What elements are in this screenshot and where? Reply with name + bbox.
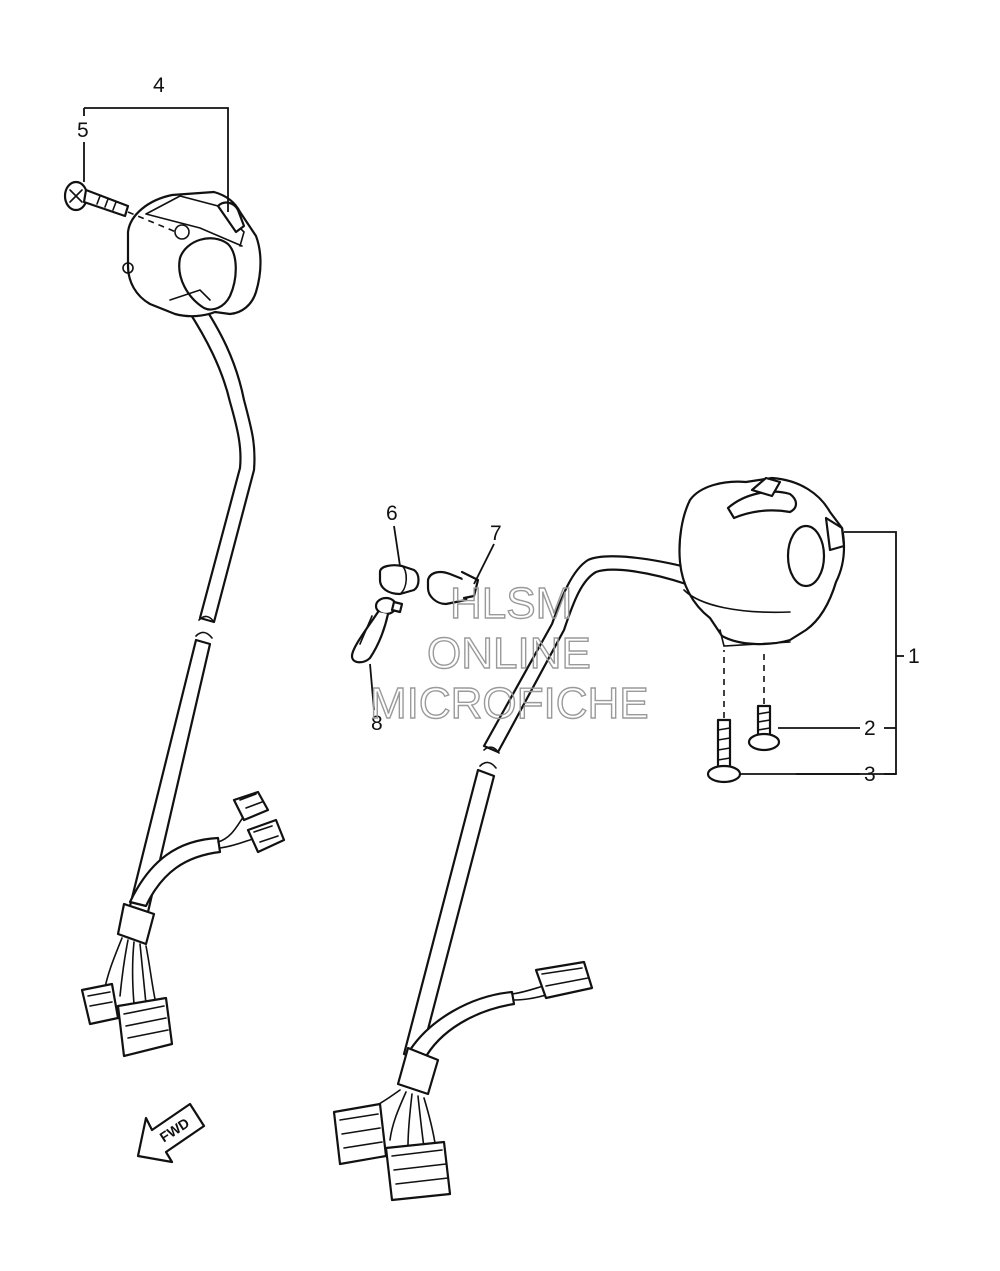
leader-8 bbox=[369, 663, 375, 711]
left-connector-large-b[interactable] bbox=[116, 996, 174, 1058]
leader-7 bbox=[473, 543, 495, 585]
left-wire-bundle bbox=[103, 937, 157, 1005]
left-connector-small-a[interactable] bbox=[232, 790, 270, 822]
left-switch-button bbox=[216, 201, 246, 234]
right-switch-assembly[interactable] bbox=[332, 476, 846, 1202]
right-switch-top-knob bbox=[750, 476, 782, 498]
right-connector-small[interactable] bbox=[534, 960, 594, 1000]
left-cable-break bbox=[195, 615, 215, 639]
callout-5: 5 bbox=[77, 119, 89, 142]
right-switch-housing[interactable] bbox=[678, 476, 846, 646]
watermark-line-2: ONLINE bbox=[427, 629, 591, 678]
left-connector-large-a[interactable] bbox=[80, 982, 120, 1026]
fwd-arrow-icon bbox=[136, 1102, 206, 1164]
left-connector-small-b[interactable] bbox=[246, 818, 286, 854]
bulb-socket-part[interactable] bbox=[378, 564, 420, 596]
callout-1: 1 bbox=[908, 645, 920, 668]
right-switch-rocker bbox=[726, 490, 798, 520]
watermark-line-3: MICROFICHE bbox=[370, 679, 649, 728]
callout-7: 7 bbox=[490, 522, 502, 545]
right-wire-boot bbox=[396, 1046, 440, 1096]
callout-8: 8 bbox=[371, 712, 383, 735]
left-switch-assembly[interactable] bbox=[63, 180, 286, 1058]
right-switch-end-cap bbox=[824, 516, 846, 552]
watermark-line-1: HLSM bbox=[450, 579, 572, 628]
right-screw-long[interactable] bbox=[706, 650, 742, 784]
left-switch-screw-hole bbox=[174, 224, 190, 240]
left-branch-sheath bbox=[128, 836, 222, 908]
lamp-with-lead-part[interactable] bbox=[350, 596, 404, 664]
forward-direction-arrow: FWD bbox=[136, 1102, 206, 1164]
left-switch-side-dot bbox=[122, 262, 134, 274]
clip-part[interactable] bbox=[426, 570, 480, 606]
right-cable-break bbox=[479, 746, 500, 769]
left-wire-boot bbox=[116, 902, 156, 946]
right-switch-lower-band bbox=[683, 589, 791, 647]
right-connector-large-a[interactable] bbox=[332, 1102, 388, 1166]
callout-2: 2 bbox=[864, 717, 876, 740]
callout-6: 6 bbox=[386, 502, 398, 525]
right-switch-bar-opening bbox=[786, 524, 826, 588]
left-cable-upper bbox=[186, 298, 256, 624]
right-branch-sheath bbox=[408, 990, 516, 1062]
callout-4: 4 bbox=[153, 74, 165, 97]
leader-4 bbox=[84, 107, 229, 212]
leader-6 bbox=[393, 525, 401, 567]
right-cable-upper bbox=[482, 555, 692, 754]
left-switch-screw[interactable] bbox=[63, 180, 177, 233]
right-screw-short[interactable] bbox=[747, 650, 781, 752]
callout-3: 3 bbox=[864, 763, 876, 786]
right-connector-large-b[interactable] bbox=[384, 1140, 452, 1202]
left-switch-clamp-line bbox=[169, 289, 211, 301]
